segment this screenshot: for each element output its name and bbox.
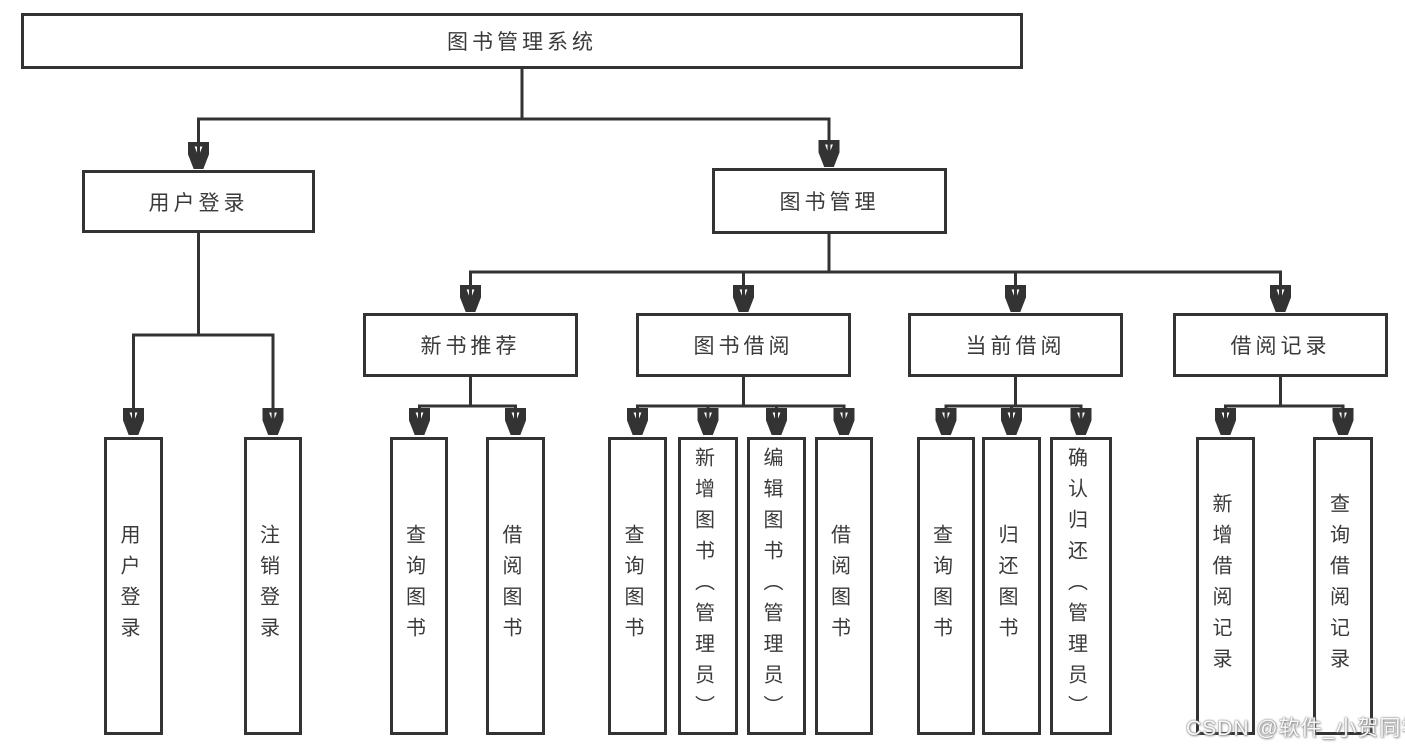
node-root: 图书管理系统 xyxy=(21,13,1023,69)
leaf-query-borrow-record: 查询借阅记录 xyxy=(1313,437,1373,735)
node-user-login: 用户登录 xyxy=(82,170,315,233)
leaf-borrow-book-borrowing-label: 借阅图书 xyxy=(827,524,850,648)
leaf-logout: 注销登录 xyxy=(244,437,302,735)
leaf-query-book-recommend-label: 查询图书 xyxy=(402,524,425,648)
leaf-edit-book-admin-label: 编辑图书（管理员） xyxy=(760,446,782,726)
node-borrowing-records-label: 借阅记录 xyxy=(1230,335,1331,358)
leaf-edit-book-admin: 编辑图书（管理员） xyxy=(747,437,806,735)
node-book-management-label: 图书管理 xyxy=(779,191,880,214)
leaf-query-book-current-label: 查询图书 xyxy=(929,524,952,648)
node-current-borrowing: 当前借阅 xyxy=(908,313,1123,377)
node-borrowing-records: 借阅记录 xyxy=(1173,313,1388,377)
leaf-user-login: 用户登录 xyxy=(104,437,163,735)
leaf-return-book-label: 归还图书 xyxy=(995,524,1017,648)
leaf-user-login-label: 用户登录 xyxy=(117,524,139,648)
leaf-confirm-return-admin: 确认归还（管理员） xyxy=(1050,437,1112,735)
node-book-borrowing: 图书借阅 xyxy=(636,313,851,377)
csdn-watermark: CSDN @软件_小贺同学 xyxy=(1186,717,1405,740)
node-current-borrowing-label: 当前借阅 xyxy=(965,335,1066,358)
leaf-confirm-return-admin-label: 确认归还（管理员） xyxy=(1064,446,1087,726)
leaf-add-borrow-record: 新增借阅记录 xyxy=(1196,437,1255,735)
leaf-logout-label: 注销登录 xyxy=(256,524,279,648)
leaf-query-book-current: 查询图书 xyxy=(917,437,975,735)
leaf-borrow-book-recommend: 借阅图书 xyxy=(486,437,545,735)
node-user-login-label: 用户登录 xyxy=(148,191,249,215)
node-new-book-recommend: 新书推荐 xyxy=(363,313,578,377)
leaf-query-book-recommend: 查询图书 xyxy=(390,437,448,735)
leaf-add-book-admin: 新增图书（管理员） xyxy=(678,437,738,735)
leaf-query-book-borrowing-label: 查询图书 xyxy=(621,524,643,648)
node-new-book-recommend-label: 新书推荐 xyxy=(420,335,521,358)
node-book-borrowing-label: 图书借阅 xyxy=(693,335,794,358)
node-book-management: 图书管理 xyxy=(712,168,947,234)
leaf-add-book-admin-label: 新增图书（管理员） xyxy=(691,446,714,726)
leaf-return-book: 归还图书 xyxy=(982,437,1041,735)
node-root-label: 图书管理系统 xyxy=(447,31,597,54)
leaf-add-borrow-record-label: 新增借阅记录 xyxy=(1209,493,1231,679)
leaf-query-book-borrowing: 查询图书 xyxy=(608,437,667,735)
leaf-borrow-book-recommend-label: 借阅图书 xyxy=(499,524,521,648)
leaf-query-borrow-record-label: 查询借阅记录 xyxy=(1326,493,1349,679)
leaf-borrow-book-borrowing: 借阅图书 xyxy=(815,437,873,735)
